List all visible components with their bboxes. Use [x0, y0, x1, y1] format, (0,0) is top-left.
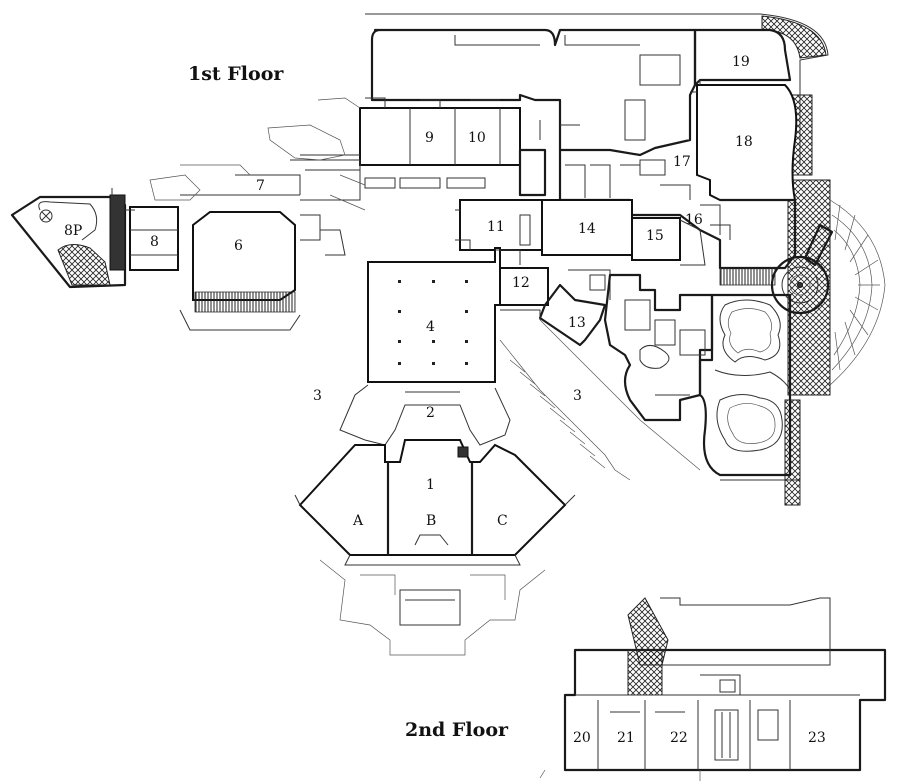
title-first-floor: 1st Floor: [188, 63, 284, 85]
room-label-14: 14: [578, 221, 596, 237]
room-label-b: B: [426, 513, 436, 529]
room-label-15: 15: [646, 228, 664, 244]
room-label-12: 12: [512, 275, 530, 291]
rooms-6-7: [179, 159, 361, 331]
courtyard-gardens: [698, 293, 792, 477]
room-label-19: 19: [732, 54, 750, 70]
room-label-22: 22: [670, 730, 688, 746]
room-label-1: 1: [426, 477, 435, 493]
rotunda: [719, 199, 886, 386]
room-label-13: 13: [568, 315, 586, 331]
room-label-8p: 8P: [64, 223, 82, 239]
rooms-8-8P: [10, 188, 179, 289]
room-labels: 1 2 3 3 4 6 7 8 8P 9 10 11 12 13 14 15 1…: [64, 54, 826, 746]
room-label-3-west: 3: [313, 388, 322, 404]
room-label-9: 9: [425, 130, 434, 146]
east-rooms: [603, 273, 714, 422]
room-4: [367, 247, 541, 383]
north-wing: [370, 28, 697, 157]
room-label-7: 7: [256, 178, 265, 194]
room-label-11: 11: [487, 219, 505, 235]
room-label-3-east: 3: [573, 388, 582, 404]
room-label-c: C: [497, 513, 508, 529]
room-9-10: [300, 97, 521, 189]
room-label-16: 16: [685, 212, 703, 228]
room-label-20: 20: [573, 730, 591, 746]
room-label-10: 10: [468, 130, 486, 146]
northwest-connectors: [149, 97, 361, 201]
room-19: [693, 28, 792, 87]
south-entry: [319, 559, 546, 656]
room-label-23: 23: [808, 730, 826, 746]
property-boundary: [365, 13, 831, 506]
room-label-18: 18: [735, 134, 753, 150]
walkways: [329, 174, 701, 481]
room-1-abc: [294, 439, 576, 566]
room-label-a: A: [352, 513, 364, 529]
room-2: [339, 384, 511, 446]
room-label-17: 17: [673, 154, 691, 170]
second-floor-plan: [539, 597, 887, 781]
room-label-8: 8: [150, 234, 159, 250]
title-second-floor: 2nd Floor: [405, 719, 509, 741]
room-label-2: 2: [426, 405, 435, 421]
room-label-4: 4: [426, 319, 435, 335]
room-label-6: 6: [234, 238, 243, 254]
rooms-11-14-15: [455, 148, 706, 266]
room-label-21: 21: [617, 730, 635, 746]
